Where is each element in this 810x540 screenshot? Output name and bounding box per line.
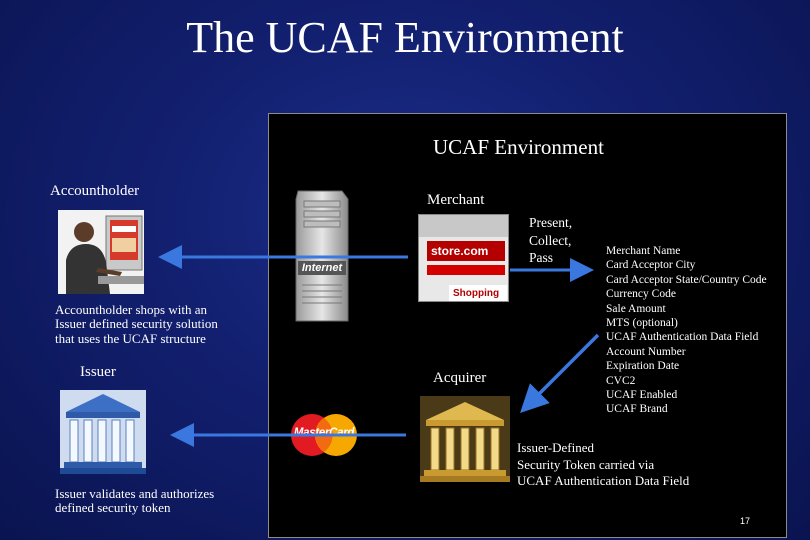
data-field-item: Card Acceptor City (606, 259, 696, 272)
arrow-to-acquirer (520, 333, 600, 413)
panel-title: UCAF Environment (433, 135, 604, 159)
server-internet-text: Internet (301, 262, 343, 274)
issuer-description: Issuer validates and authorizes defined … (55, 486, 215, 516)
token-desc-line: Issuer-Defined (517, 440, 594, 455)
ucaf-data-fields-list: Merchant Name Card Acceptor City Card Ac… (606, 244, 767, 417)
data-field-item: Card Acceptor State/Country Code (606, 273, 767, 286)
accountholder-desc-line: Accountholder shops with an (55, 302, 208, 317)
acquirer-bank-image (420, 396, 510, 482)
data-field-item: UCAF Enabled (606, 389, 678, 402)
data-field-item: UCAF Brand (606, 403, 668, 416)
browser-toolbar (419, 215, 508, 237)
store-logo: store.com (427, 241, 505, 261)
slide-title: The UCAF Environment (186, 13, 624, 62)
accountholder-photo (58, 210, 144, 294)
data-field-item: Account Number (606, 345, 686, 358)
issuer-bank-image (60, 390, 146, 474)
token-description: Issuer-Defined Security Token carried vi… (517, 440, 689, 490)
data-field-item: UCAF Authentication Data Field (606, 331, 759, 344)
ucaf-panel (268, 113, 787, 538)
merchant-label: Merchant (427, 192, 485, 208)
issuer-label: Issuer (80, 364, 116, 380)
issuer-desc-line: Issuer validates and authorizes (55, 486, 215, 501)
accountholder-desc-line: that uses the UCAF structure (55, 330, 206, 346)
data-field-item: Merchant Name (606, 245, 681, 257)
accountholder-desc-line: Issuer defined security solution (55, 316, 218, 332)
pcp-line: Collect, (529, 232, 572, 248)
data-field-item: CVC2 (606, 374, 636, 387)
token-desc-line: UCAF Authentication Data Field (517, 473, 690, 488)
data-field-item: Currency Code (606, 288, 676, 301)
pcp-line: Pass (529, 250, 554, 265)
present-collect-pass-label: Present, Collect, Pass (529, 214, 572, 267)
accountholder-label: Accountholder (50, 183, 140, 199)
issuer-desc-line: defined security token (55, 500, 171, 516)
page-number: 17 (740, 516, 751, 526)
accountholder-description: Accountholder shops with an Issuer defin… (55, 302, 218, 346)
acquirer-label: Acquirer (433, 370, 487, 386)
store-website-image: store.com Shopping E (418, 214, 509, 302)
pcp-line: Present, (529, 215, 573, 230)
store-nav-bar (427, 265, 505, 275)
token-desc-line: Security Token carried via (517, 456, 655, 472)
data-field-item: MTS (optional) (606, 317, 678, 330)
data-field-item: Expiration Date (606, 360, 680, 373)
store-banner: Shopping E (449, 285, 507, 301)
data-field-item: Sale Amount (606, 302, 666, 315)
